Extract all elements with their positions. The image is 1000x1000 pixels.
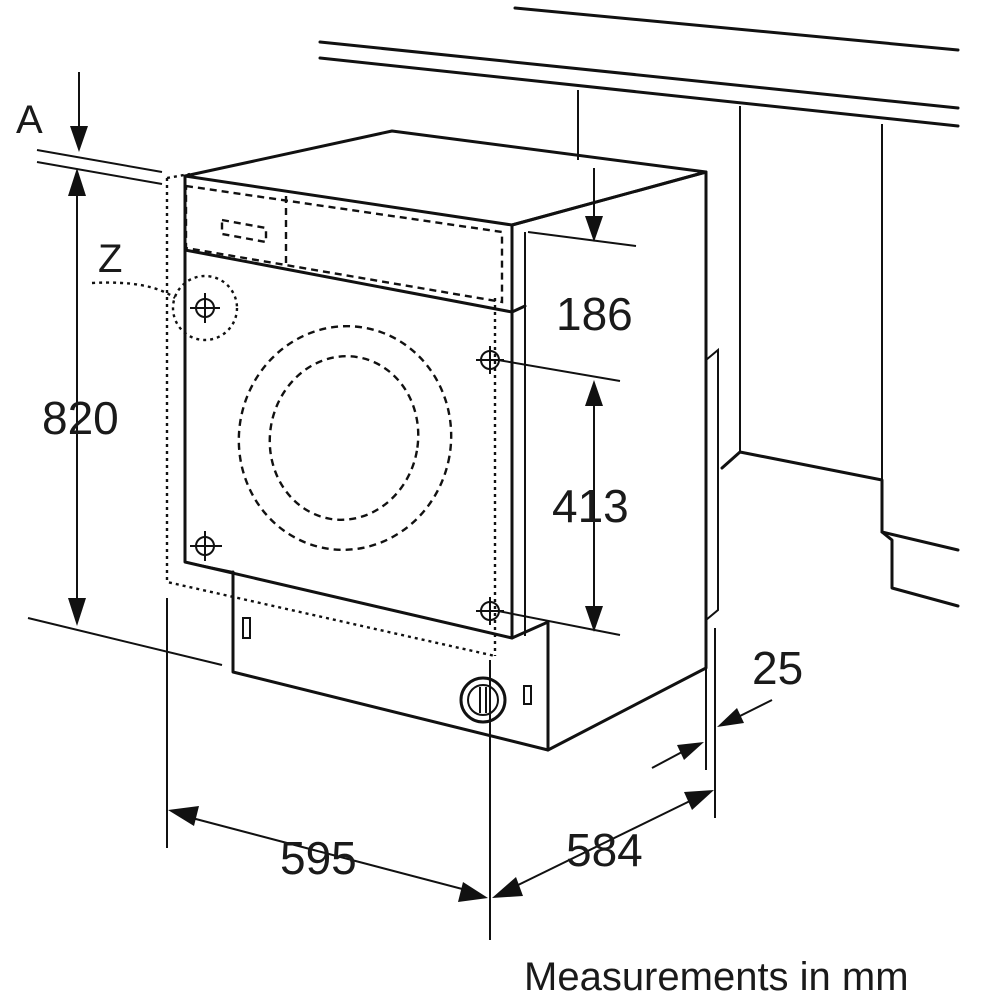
label-z: Z: [98, 237, 122, 281]
plinth-slot-left: [242, 617, 251, 639]
fixing-point-upper-left: [190, 293, 220, 323]
fixing-point-lower-left: [190, 531, 222, 561]
plinth-details: [242, 617, 532, 724]
hidden-outlines: [91, 172, 504, 658]
caption: Measurements in mm: [524, 955, 909, 999]
worktop-and-cabinet: [318, 6, 960, 621]
dimension-186: 186: [556, 288, 633, 340]
dimension-595: 595: [280, 832, 357, 884]
dimension-lines: [27, 72, 773, 940]
plinth-slot-right: [523, 685, 532, 705]
dimension-820: 820: [42, 392, 119, 444]
washing-machine-body: [183, 129, 708, 752]
dimension-413: 413: [552, 480, 629, 532]
label-a: A: [16, 98, 43, 142]
dimension-584: 584: [566, 824, 643, 876]
drain-pump-cap: [459, 676, 507, 724]
dimension-25: 25: [752, 642, 803, 694]
